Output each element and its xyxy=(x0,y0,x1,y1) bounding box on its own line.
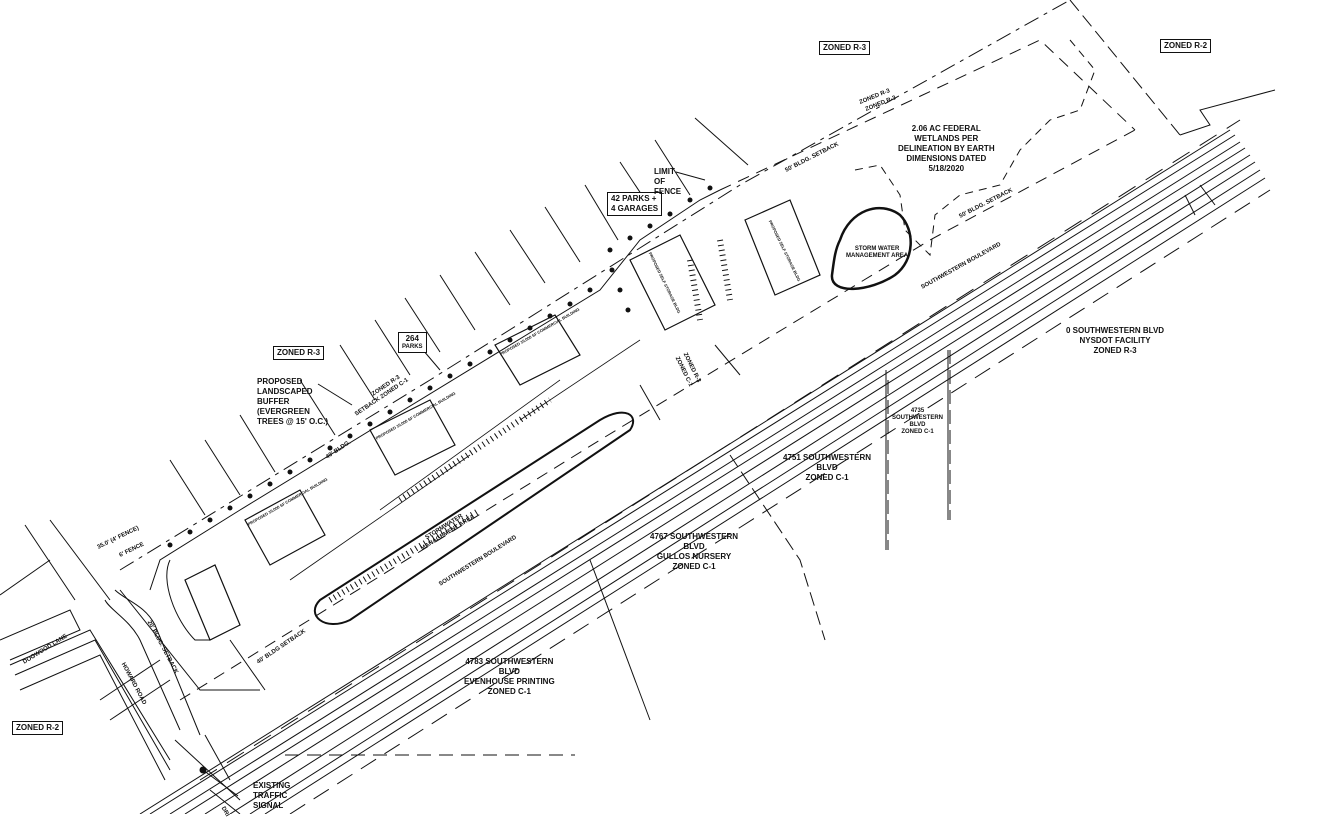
note-line: PROPOSED xyxy=(257,377,303,386)
parking-count-north-line2: 4 GARAGES xyxy=(611,204,659,213)
parcel-line: ZONED C-1 xyxy=(901,429,934,435)
parcel-0-southwestern: 0 SOUTHWESTERN BLVD NYSDOT FACILITY ZONE… xyxy=(1066,326,1164,356)
parcel-line: 4767 SOUTHWESTERN xyxy=(650,532,739,541)
parking-count-north-line1: 42 PARKS + xyxy=(611,194,657,203)
storm-water-north-note: STORM WATER MANAGEMENT AREA xyxy=(846,246,908,260)
parking-count-north: 42 PARKS + 4 GARAGES xyxy=(607,192,663,216)
parcel-line: 4751 SOUTHWESTERN xyxy=(783,453,872,462)
note-line: BUFFER xyxy=(257,397,290,406)
parcel-line: BLVD xyxy=(683,542,705,551)
parking-count-main: 264 PARKS xyxy=(398,332,427,353)
wetlands-note-line: DELINEATION BY EARTH xyxy=(898,144,995,153)
parcel-4735: 4735 SOUTHWESTERN BLVD ZONED C-1 xyxy=(892,408,943,436)
note-line: STORM WATER xyxy=(854,246,900,252)
parcel-line: BLVD xyxy=(909,422,926,428)
limit-of-fence-note: LIMIT OF FENCE xyxy=(654,167,681,197)
traffic-signal-icon xyxy=(199,766,239,797)
evergreen-tree-row xyxy=(167,185,713,548)
note-line: OF xyxy=(654,177,666,186)
note-line: EXISTING xyxy=(253,781,291,790)
parcel-4783: 4783 SOUTHWESTERN BLVD EVENHOUSE PRINTIN… xyxy=(464,657,555,697)
parcel-line: SOUTHWESTERN xyxy=(892,415,943,421)
note-line: LIMIT xyxy=(654,167,675,176)
parcel-line: 4783 SOUTHWESTERN xyxy=(465,657,554,666)
zoning-box-r2-bottom-left: ZONED R-2 xyxy=(12,721,64,735)
note-line: FENCE xyxy=(654,187,682,196)
zoning-box-r3-left: ZONED R-3 xyxy=(273,346,325,360)
wetlands-note-line: DIMENSIONS DATED xyxy=(906,154,987,163)
traffic-signal-note: EXISTING TRAFFIC SIGNAL xyxy=(253,781,290,811)
note-line: TRAFFIC xyxy=(253,791,288,800)
note-line: (EVERGREEN xyxy=(257,407,310,416)
note-line: LANDSCAPED xyxy=(257,387,313,396)
parcel-line: GULLOS NURSERY xyxy=(656,552,732,561)
parcel-line: BLVD xyxy=(816,463,838,472)
wetlands-note-line: 5/18/2020 xyxy=(928,164,965,173)
wetlands-note: 2.06 AC FEDERAL WETLANDS PER DELINEATION… xyxy=(898,124,995,174)
parking-count-main-line2: PARKS xyxy=(402,344,423,350)
zoning-box-r3-top: ZONED R-3 xyxy=(819,41,871,55)
wetlands-note-line: 2.06 AC FEDERAL xyxy=(911,124,981,133)
southwestern-boulevard xyxy=(139,119,1271,814)
landscaped-buffer-note: PROPOSED LANDSCAPED BUFFER (EVERGREEN TR… xyxy=(257,377,328,427)
parcel-line: BLVD xyxy=(498,667,520,676)
parking-count-main-line1: 264 xyxy=(405,334,419,343)
parcel-line: NYSDOT FACILITY xyxy=(1079,336,1151,345)
parcel-line: 0 SOUTHWESTERN BLVD xyxy=(1066,326,1165,335)
note-line: TREES @ 15' O.C.) xyxy=(257,417,329,426)
wetlands-note-line: WETLANDS PER xyxy=(914,134,979,143)
parcel-line: ZONED R-3 xyxy=(1093,346,1137,355)
parcel-line: 4735 xyxy=(910,408,925,414)
parcel-line: ZONED C-1 xyxy=(672,562,716,571)
parcel-4767: 4767 SOUTHWESTERN BLVD GULLOS NURSERY ZO… xyxy=(650,532,738,572)
parcel-4751: 4751 SOUTHWESTERN BLVD ZONED C-1 xyxy=(783,453,871,483)
note-line: MANAGEMENT AREA xyxy=(846,253,909,259)
note-line: SIGNAL xyxy=(253,801,284,810)
zoning-box-r2-top: ZONED R-2 xyxy=(1160,39,1212,53)
parcel-line: ZONED C-1 xyxy=(487,687,531,696)
parcel-line: EVENHOUSE PRINTING xyxy=(464,677,555,686)
parcel-line: ZONED C-1 xyxy=(805,473,849,482)
